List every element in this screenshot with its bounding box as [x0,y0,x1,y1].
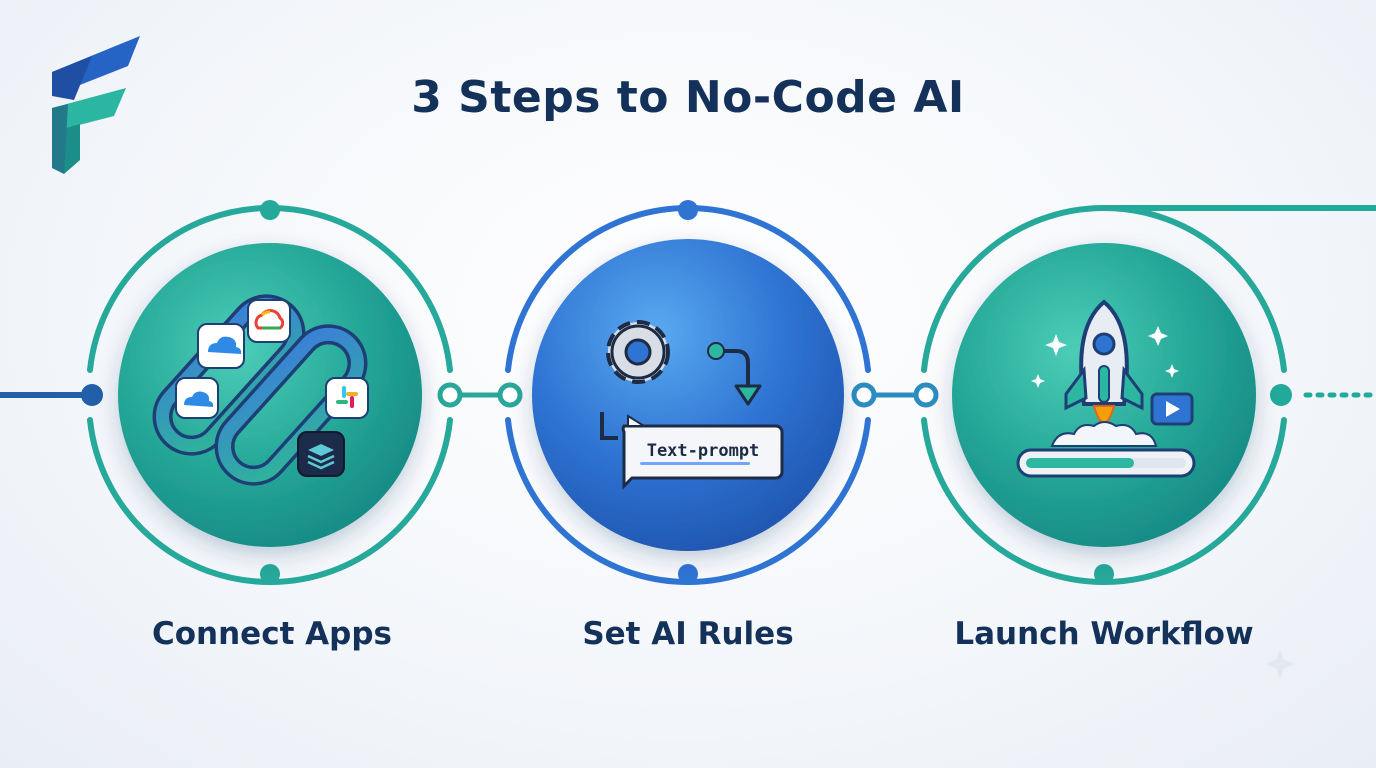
launch-cloud-icon [1050,421,1158,447]
ring-node [260,200,280,220]
step-2-label: Set AI Rules [582,616,794,652]
ring-node [678,564,698,584]
rocket-icon [1064,299,1144,424]
slack-icon [325,377,369,419]
connector-node [913,382,939,408]
layers-app-icon [297,431,345,477]
step-3-outer-ring [921,205,1287,373]
step-2: Text-prompt [505,200,871,585]
flow-line [600,412,618,440]
progress-bar [1016,448,1196,478]
onedrive-icon [175,377,219,419]
connector-node [497,382,523,408]
decorative-sparkle-icon [1264,648,1296,680]
brand-logo-icon [52,36,140,174]
ring-node [678,200,698,220]
ring-node [1094,564,1114,584]
connector-node [81,384,103,406]
text-prompt-label: Text-prompt [647,441,760,461]
video-play-icon [1150,392,1194,426]
step-3-label: Launch Workflow [954,616,1254,652]
ring-node [260,564,280,584]
connector-node [1270,384,1292,406]
connector-lines [0,205,1376,408]
connector-node [851,382,877,408]
connector-node [437,382,463,408]
gear-icon [606,320,670,384]
step-1-label: Connect Apps [151,616,393,652]
step-1 [87,200,453,585]
cloud-app-icon [197,323,245,369]
flow-arrow-icon [707,342,762,406]
sparkle-icon [1031,326,1179,388]
page-title: 3 Steps to No-Code AI [411,72,965,123]
step-3 [921,205,1287,585]
google-cloud-icon [247,299,291,343]
step-2-circle [532,239,844,551]
text-prompt-box: Text-prompt [621,414,784,490]
